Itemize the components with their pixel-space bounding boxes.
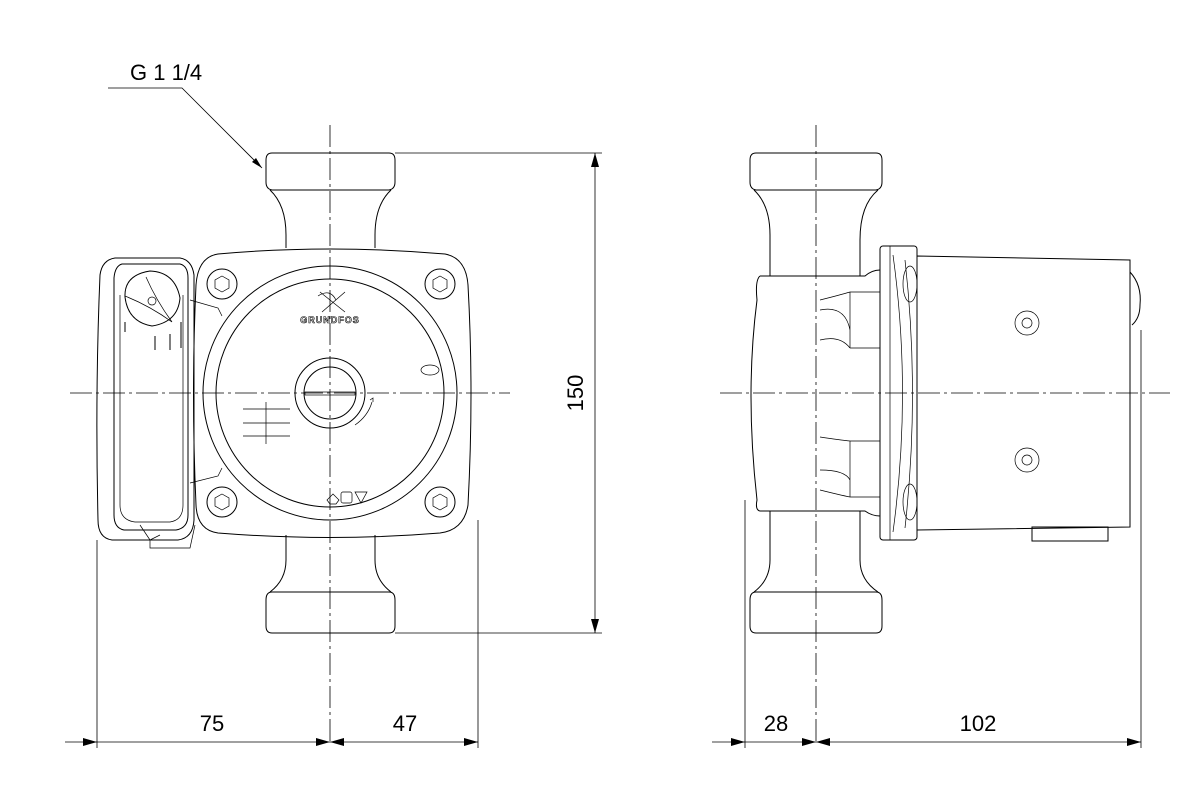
indicator-light: [420, 364, 440, 376]
motor-screw-top: [1014, 310, 1040, 336]
speed-setting-symbol: [243, 402, 290, 444]
bolt-bottom-left: [206, 486, 238, 518]
side-top-pipe-neck: [753, 189, 879, 276]
side-view: [720, 125, 1170, 745]
motor-screw-bottom: [1014, 447, 1040, 473]
dial-center: [147, 296, 157, 306]
control-box: [96, 257, 195, 541]
control-box-inner: [113, 263, 189, 531]
side-pump-housing: [750, 269, 881, 517]
bolt-top-left: [206, 268, 238, 300]
speed-selector-dial: [124, 270, 181, 327]
bolt-top-right: [424, 268, 456, 300]
side-bottom-pipe-neck: [753, 511, 879, 593]
dial-pointer: [124, 276, 173, 323]
side-left-width-label: 28: [764, 711, 788, 736]
front-view: GRUNDFOS: [70, 125, 510, 745]
side-width-dimension: 28 102: [712, 330, 1142, 748]
front-top-pipe-cap: [265, 152, 396, 191]
front-width-dimension: 75 47: [65, 520, 479, 748]
speed-ticks: [124, 322, 182, 350]
front-bottom-pipe-neck: [269, 535, 392, 593]
front-bottom-pipe-cap: [265, 591, 396, 634]
thread-label: G 1 1/4: [130, 60, 202, 85]
cable-entry: [139, 524, 196, 549]
thread-callout: G 1 1/4: [108, 60, 263, 169]
volute-detail: [819, 291, 880, 498]
front-left-width-label: 75: [200, 711, 224, 736]
control-box-bracket: [189, 299, 223, 484]
svg-text:GRUNDFOS: GRUNDFOS: [300, 315, 360, 325]
motor-end-cap: [1129, 271, 1141, 326]
height-dimension: 150: [395, 152, 602, 634]
front-top-pipe-neck: [269, 189, 392, 248]
flange-bolt-bottom: [902, 483, 918, 521]
rotation-arrow-icon: [354, 397, 374, 426]
side-top-pipe-cap: [749, 152, 883, 191]
height-dimension-label: 150: [563, 375, 588, 412]
side-right-width-label: 102: [960, 711, 997, 736]
control-box-window: [119, 295, 184, 523]
side-bottom-pipe-cap: [749, 591, 883, 634]
bolt-bottom-right: [424, 486, 456, 518]
grundfos-logo: GRUNDFOS: [300, 291, 360, 325]
front-right-width-label: 47: [393, 711, 417, 736]
motor-bottom-box: [1031, 526, 1109, 542]
motor-housing: [916, 255, 1131, 531]
flange-bolt-top: [902, 265, 918, 303]
mode-icons: [326, 491, 368, 505]
